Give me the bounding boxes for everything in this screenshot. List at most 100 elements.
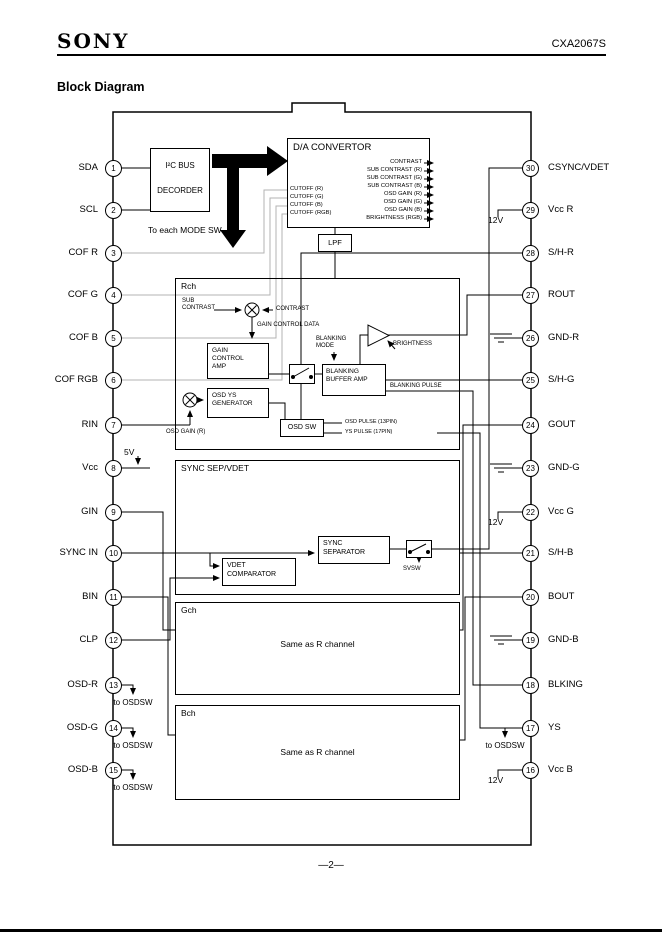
pin-22-note: 12V bbox=[488, 517, 504, 527]
pin-2: 2 bbox=[105, 202, 122, 219]
pin-11-label: BIN bbox=[82, 591, 98, 602]
lpf-label: LPF bbox=[328, 238, 342, 247]
pin-17-note: to OSDSW bbox=[485, 741, 525, 750]
pin-8-label: Vcc bbox=[82, 462, 98, 473]
pin-28: 28 bbox=[522, 245, 539, 262]
pin-24: 24 bbox=[522, 417, 539, 434]
pin-1-label: SDA bbox=[78, 162, 98, 173]
pin-15: 15 bbox=[105, 762, 122, 779]
pin-10: 10 bbox=[105, 545, 122, 562]
sync-separator-label: SYNC SEPARATOR bbox=[323, 540, 366, 556]
dac-output-label: CONTRAST bbox=[390, 159, 422, 165]
pin-2-label: SCL bbox=[79, 204, 98, 215]
sample-hold-switch-block bbox=[289, 364, 315, 384]
dac-output-label: OSD GAIN (G) bbox=[383, 199, 422, 205]
thick-arrow-down-icon bbox=[220, 168, 246, 248]
pin-7: 7 bbox=[105, 417, 122, 434]
dac-output-label: SUB CONTRAST (B) bbox=[367, 183, 422, 189]
pin-5-label: COF B bbox=[68, 332, 98, 343]
sync-sep-vdet-label: SYNC SEP/VDET bbox=[181, 463, 250, 473]
bch-note: Same as R channel bbox=[280, 747, 355, 757]
pin-20: 20 bbox=[522, 589, 539, 606]
pin-23-label: GND-G bbox=[548, 462, 580, 473]
pin-27: 27 bbox=[522, 287, 539, 304]
pin-29: 29 bbox=[522, 202, 539, 219]
pin-28-label: S/H-R bbox=[548, 247, 574, 258]
contrast-label: CONTRAST bbox=[276, 306, 309, 312]
pin-14-note: to OSDSW bbox=[113, 741, 153, 750]
pin-26-label: GND-R bbox=[548, 332, 580, 343]
pin-4-label: COF G bbox=[67, 289, 98, 300]
pin-7-label: RIN bbox=[81, 419, 98, 430]
pin-17: 17 bbox=[522, 720, 539, 737]
pin-4: 4 bbox=[105, 287, 122, 304]
pin-20-label: BOUT bbox=[548, 591, 575, 602]
pin-9-label: GIN bbox=[81, 506, 98, 517]
blanking-mode-label: BLANKING MODE bbox=[316, 336, 347, 349]
dac-input-label: CUTOFF (G) bbox=[290, 194, 324, 200]
osd-pulse-label: OSD PULSE (13PIN) bbox=[345, 419, 397, 425]
brightness-label: BRIGHTNESS bbox=[393, 341, 433, 347]
bus-arrows bbox=[212, 146, 288, 248]
da-convertor-title: D/A CONVERTOR bbox=[293, 142, 372, 153]
pin-12-label: CLP bbox=[79, 634, 98, 645]
pin-3-label: COF R bbox=[68, 247, 98, 258]
pin-22: 22 bbox=[522, 504, 539, 521]
pin-13-label: OSD-R bbox=[67, 679, 98, 690]
pin-12: 12 bbox=[105, 632, 122, 649]
osd-gain-r-label: OSD GAIN (R) bbox=[166, 429, 206, 435]
dac-output-label: SUB CONTRAST (R) bbox=[367, 167, 422, 173]
pin-18: 18 bbox=[522, 677, 539, 694]
pin-3: 3 bbox=[105, 245, 122, 262]
pin-15-label: OSD-B bbox=[67, 764, 98, 775]
pin-13: 13 bbox=[105, 677, 122, 694]
dac-output-label: SUB CONTRAST (G) bbox=[366, 175, 422, 181]
i2c-line1: I²C BUS bbox=[165, 161, 195, 170]
bch-label: Bch bbox=[181, 708, 196, 718]
i2c-line2: DECORDER bbox=[157, 186, 203, 195]
pin-16-note: 12V bbox=[488, 775, 504, 785]
pin-24-label: GOUT bbox=[548, 419, 576, 430]
i2c-bus-decoder-block bbox=[150, 148, 210, 212]
pin-16-label: Vcc B bbox=[548, 764, 573, 775]
pin-25-label: S/H-G bbox=[548, 374, 575, 385]
gain-control-amp-label: GAIN CONTROL AMP bbox=[212, 347, 244, 370]
dac-output-label: OSD GAIN (B) bbox=[384, 207, 422, 213]
sub-contrast-label: SUB CONTRAST bbox=[182, 298, 215, 311]
pin-9: 9 bbox=[105, 504, 122, 521]
svsw-switch-block bbox=[406, 540, 432, 558]
pin-26: 26 bbox=[522, 330, 539, 347]
part-number: CXA2067S bbox=[551, 38, 606, 50]
ys-pulse-label: YS PULSE (17PIN) bbox=[345, 429, 393, 435]
dac-input-label: CUTOFF (R) bbox=[290, 186, 324, 192]
pin-29-note: 12V bbox=[488, 215, 504, 225]
pin-18-label: BLKING bbox=[548, 679, 583, 690]
pin-19: 19 bbox=[522, 632, 539, 649]
pin-11: 11 bbox=[105, 589, 122, 606]
pin-16: 16 bbox=[522, 762, 539, 779]
pin-13-note: to OSDSW bbox=[113, 698, 153, 707]
pin-21-label: S/H-B bbox=[548, 547, 574, 558]
pin-6: 6 bbox=[105, 372, 122, 389]
thick-arrow-right-icon bbox=[212, 146, 288, 176]
header-rule bbox=[57, 54, 606, 56]
pin-8-note: 5V bbox=[124, 447, 135, 457]
sync-sep-vdet-block bbox=[175, 460, 460, 595]
page-bottom-rule bbox=[0, 929, 662, 932]
brand-logo: SONY bbox=[57, 29, 130, 53]
dac-output-label: BRIGHTNESS (RGB) bbox=[366, 215, 422, 221]
ground-icon bbox=[490, 333, 523, 645]
pin-23: 23 bbox=[522, 460, 539, 477]
dac-input-label: CUTOFF (B) bbox=[290, 202, 323, 208]
pin-17-label: YS bbox=[548, 722, 561, 733]
pin-19-label: GND-B bbox=[548, 634, 579, 645]
gain-control-data-label: GAIN CONTROL DATA bbox=[257, 322, 320, 328]
pin-25: 25 bbox=[522, 372, 539, 389]
blanking-buffer-amp-label: BLANKING BUFFER AMP bbox=[326, 368, 368, 383]
pin-30-label: CSYNC/VDET bbox=[548, 162, 610, 173]
pin-1: 1 bbox=[105, 160, 122, 177]
pin-8: 8 bbox=[105, 460, 122, 477]
pin-6-label: COF RGB bbox=[54, 374, 98, 385]
gch-note: Same as R channel bbox=[280, 639, 355, 649]
